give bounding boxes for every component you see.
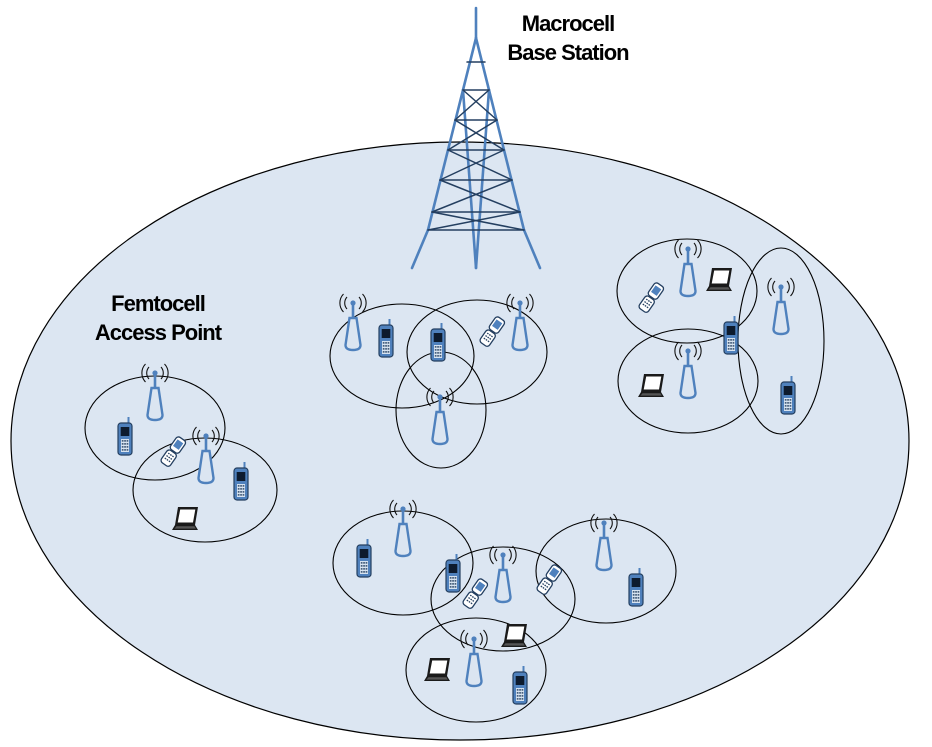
mobile-phone-icon bbox=[780, 375, 796, 415]
mobile-phone-icon bbox=[233, 461, 249, 501]
macrocell-coverage-area bbox=[10, 141, 910, 741]
macrocell-label-line2: Base Station bbox=[507, 40, 629, 65]
mobile-phone-icon bbox=[512, 665, 528, 705]
femtocell-label-line2: Access Point bbox=[94, 320, 222, 345]
macrocell-base-station-label: Macrocell Base Station bbox=[468, 9, 668, 67]
mobile-phone-icon bbox=[117, 416, 133, 456]
macrocell-label-line1: Macrocell bbox=[521, 11, 616, 36]
mobile-phone-icon bbox=[445, 553, 461, 593]
mobile-phone-icon bbox=[430, 322, 446, 362]
femtocell-coverage-right-1 bbox=[616, 238, 758, 344]
femtocell-coverage-circles bbox=[84, 238, 825, 723]
femtocell-label-line1: Femtocell bbox=[111, 291, 206, 316]
femtocell-coverage-center-1 bbox=[329, 303, 475, 409]
mobile-phone-icon bbox=[378, 318, 394, 358]
macrocell-tower-icon bbox=[410, 6, 542, 270]
mobile-phone-icon bbox=[628, 567, 644, 607]
mobile-phone-icon bbox=[723, 315, 739, 355]
mobile-phone-icon bbox=[356, 538, 372, 578]
femtocell-access-point-label: Femtocell Access Point bbox=[58, 289, 258, 347]
femtocell-coverage-bottom-3 bbox=[535, 518, 677, 624]
femtocell-coverage-bottom-2 bbox=[430, 546, 576, 652]
femtocell-coverage-right-2 bbox=[617, 328, 759, 434]
femtocell-coverage-center-2 bbox=[406, 299, 548, 405]
femtocell-coverage-bottom-4 bbox=[405, 617, 547, 723]
